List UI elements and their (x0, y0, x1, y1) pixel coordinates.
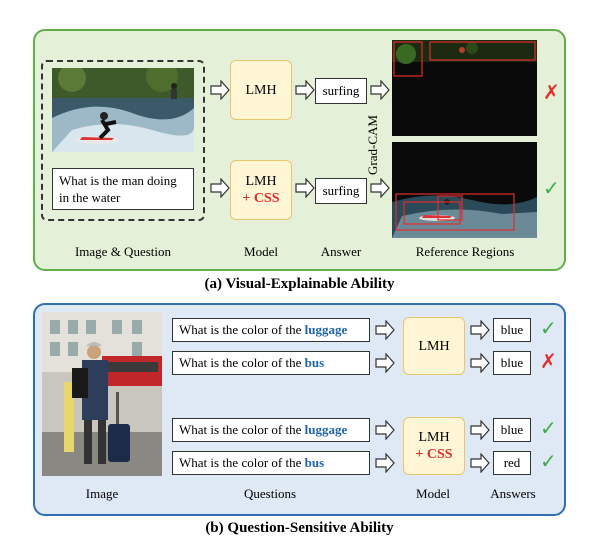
image-question-frame (41, 60, 205, 221)
surfing-photo (52, 68, 194, 152)
model-box-lmh: LMH (230, 60, 292, 120)
check-icon: ✓ (540, 316, 557, 340)
css-label: + CSS (415, 447, 453, 462)
answer-text: blue (500, 422, 524, 437)
question-prefix: What is the color of the (179, 322, 305, 337)
arrow-icon (375, 353, 395, 373)
arrow-icon (470, 320, 490, 340)
answer-text: red (503, 455, 521, 470)
answer-text: surfing (322, 83, 360, 98)
caption-image-question: Image & Question (74, 244, 172, 259)
gradcam-label: Grad-CAM (348, 110, 398, 180)
caption-model: Model (416, 486, 450, 501)
model-box-lmh: LMH (403, 317, 465, 375)
answer-box: surfing (315, 178, 367, 204)
caption-questions: Questions (244, 486, 296, 501)
gradcam-map-lmh-css (392, 142, 537, 238)
caption-reference-regions: Reference Regions (415, 244, 515, 259)
check-icon: ✓ (540, 449, 557, 473)
answer-box: surfing (315, 78, 367, 104)
question-box: What is the color of the luggage (172, 418, 370, 442)
answer-box: blue (493, 318, 531, 342)
question-box: What is the color of the bus (172, 351, 370, 375)
question-prefix: What is the color of the (179, 455, 305, 470)
question-text: What is the man doing in the water (59, 173, 177, 205)
question-box: What is the man doing in the water (52, 168, 194, 210)
cross-icon: ✗ (540, 349, 557, 373)
answer-text: surfing (322, 183, 360, 198)
question-prefix: What is the color of the (179, 355, 305, 370)
model-label: LMH (418, 430, 450, 445)
gradcam-text: Grad-CAM (365, 115, 380, 175)
question-box: What is the color of the luggage (172, 318, 370, 342)
caption-answers: Answers (490, 486, 536, 501)
arrow-icon (370, 178, 390, 198)
question-keyword: bus (304, 355, 325, 370)
check-icon: ✓ (540, 416, 557, 440)
arrow-icon (470, 453, 490, 473)
arrow-icon (210, 80, 230, 100)
check-icon: ✓ (543, 176, 560, 200)
arrow-icon (375, 453, 395, 473)
arrow-icon (295, 178, 315, 198)
arrow-icon (375, 420, 395, 440)
panel-b-title: (b) Question-Sensitive Ability (205, 520, 394, 536)
model-label: LMH (245, 174, 277, 189)
question-prefix: What is the color of the (179, 422, 305, 437)
answer-box: blue (493, 418, 531, 442)
model-label: LMH (418, 338, 450, 354)
arrow-icon (470, 420, 490, 440)
arrow-icon (375, 320, 395, 340)
css-label: + CSS (242, 191, 280, 206)
arrow-icon (370, 80, 390, 100)
model-label: LMH (245, 82, 277, 98)
cross-icon: ✗ (543, 80, 560, 104)
arrow-icon (210, 178, 230, 198)
caption-answer: Answer (320, 244, 362, 259)
answer-text: blue (500, 355, 524, 370)
question-keyword: bus (304, 455, 325, 470)
answer-box: red (493, 451, 531, 475)
caption-image: Image (85, 486, 119, 501)
model-box-lmh-css: LMH + CSS (230, 160, 292, 220)
caption-model: Model (244, 244, 278, 259)
model-box-lmh-css: LMH + CSS (403, 417, 465, 475)
question-keyword: luggage (304, 322, 348, 337)
gradcam-map-lmh (392, 40, 537, 136)
question-box: What is the color of the bus (172, 451, 370, 475)
panel-a-title: (a) Visual-Explainable Ability (204, 276, 395, 292)
answer-text: blue (500, 322, 524, 337)
arrow-icon (295, 80, 315, 100)
street-photo (42, 312, 162, 476)
answer-box: blue (493, 351, 531, 375)
question-keyword: luggage (304, 422, 348, 437)
arrow-icon (470, 353, 490, 373)
